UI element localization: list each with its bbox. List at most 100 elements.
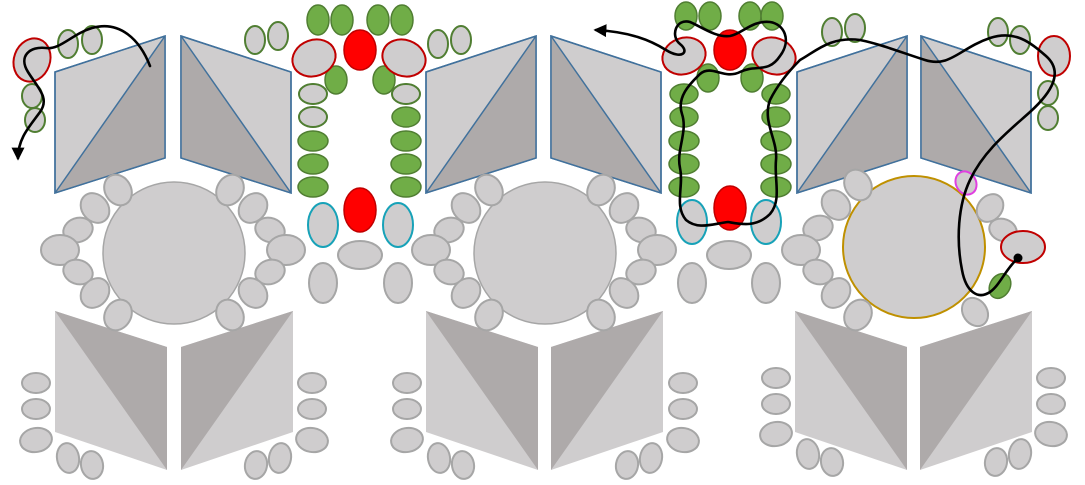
grey-blob <box>637 234 677 266</box>
grey-blob <box>759 420 793 448</box>
red-blob <box>713 185 747 231</box>
grey-blob <box>79 277 111 309</box>
grey-blob <box>820 189 852 221</box>
grey-blob <box>337 240 383 270</box>
grey-blob <box>474 173 504 207</box>
panel-shade <box>55 311 167 470</box>
grey-blob <box>19 426 53 454</box>
cyan-outlined-blob <box>382 202 414 248</box>
red-outlined-blob <box>661 36 707 76</box>
grey-blob <box>843 168 873 202</box>
green-blob <box>297 176 329 198</box>
grey-blob <box>802 214 834 242</box>
green-blob <box>306 4 330 36</box>
outlined-blob <box>821 17 843 47</box>
grey-blob <box>819 447 845 477</box>
grey-blob <box>308 262 338 304</box>
grey-blob <box>474 298 504 332</box>
panel-shade <box>920 311 1032 470</box>
grey-blob <box>761 367 791 389</box>
grey-blob <box>383 262 413 304</box>
outlined-blob <box>1037 105 1059 131</box>
panel-diagonal <box>54 35 166 194</box>
panel-diagonal <box>180 35 292 194</box>
grey-blob <box>79 192 111 224</box>
grey-blob <box>960 296 990 328</box>
green-blob <box>390 153 422 175</box>
grey-blob <box>586 173 616 207</box>
outlined-blob <box>391 83 421 105</box>
outlined-blob <box>844 13 866 43</box>
grey-blob <box>1036 367 1066 389</box>
grey-blob <box>21 372 51 394</box>
highlighted-blobs <box>12 29 1071 264</box>
panel-edge <box>54 34 166 195</box>
outlined-blob <box>267 21 289 51</box>
red-blob <box>343 187 377 233</box>
green-blob <box>988 272 1012 300</box>
circle-domain <box>473 181 617 325</box>
grey-blob <box>625 258 657 286</box>
panel-row-top <box>54 34 1032 195</box>
grey-blob <box>781 234 821 266</box>
grey-blob <box>215 173 245 207</box>
grey-blob <box>55 442 81 474</box>
grey-blob <box>975 193 1005 223</box>
panel-diagonal <box>550 35 662 194</box>
grey-blob <box>1034 420 1068 448</box>
grey-blob <box>677 262 707 304</box>
green-blob <box>297 130 329 152</box>
grey-blob <box>820 277 852 309</box>
grey-blob <box>62 258 94 286</box>
grey-blob <box>392 372 422 394</box>
grey-blob <box>411 234 451 266</box>
green-blob <box>366 4 390 36</box>
circle-domains <box>102 175 986 325</box>
grey-blob <box>237 277 269 309</box>
grey-blob <box>215 298 245 332</box>
green-blob <box>696 63 720 93</box>
grey-blob <box>1036 393 1066 415</box>
grey-blob <box>761 393 791 415</box>
panel-row-bottom <box>55 311 1032 470</box>
grey-blob <box>795 438 821 470</box>
green-blob <box>330 4 354 36</box>
red-outlined-blob <box>381 38 427 78</box>
cyan-outlined-blob <box>676 199 708 245</box>
panel-shade <box>426 311 538 470</box>
outlined-blob <box>298 106 328 128</box>
panel-shade <box>551 311 663 470</box>
grey-blob <box>390 426 424 454</box>
red-outlined-blob <box>1000 230 1046 264</box>
red-outlined-blob <box>12 37 52 83</box>
outlined-blob <box>450 25 472 55</box>
grey-blob <box>267 442 293 474</box>
grey-blob <box>668 372 698 394</box>
green-blob <box>668 153 700 175</box>
grey-blob <box>751 262 781 304</box>
grey-blob <box>614 450 640 480</box>
grey-blob <box>40 234 80 266</box>
routes <box>11 20 1057 297</box>
green-blob <box>390 130 422 152</box>
grey-blob <box>843 298 873 332</box>
grey-blob <box>21 398 51 420</box>
grey-blob <box>295 426 329 454</box>
grey-blob <box>668 398 698 420</box>
green-blob <box>324 65 348 95</box>
grey-blob <box>608 192 640 224</box>
grey-blob <box>254 258 286 286</box>
outlined-blob <box>244 25 266 55</box>
panel-diagonal <box>796 35 908 194</box>
route-right <box>593 20 1057 297</box>
grey-blob <box>79 450 105 480</box>
green-blob <box>390 176 422 198</box>
grey-blob <box>103 173 133 207</box>
panel-edge <box>796 34 908 195</box>
grey-blob <box>1007 438 1033 470</box>
outlined-blob <box>81 25 103 55</box>
green-blob <box>761 106 791 128</box>
grey-blob <box>297 372 327 394</box>
circle-domain-highlighted <box>842 175 986 319</box>
route-left <box>11 25 152 161</box>
